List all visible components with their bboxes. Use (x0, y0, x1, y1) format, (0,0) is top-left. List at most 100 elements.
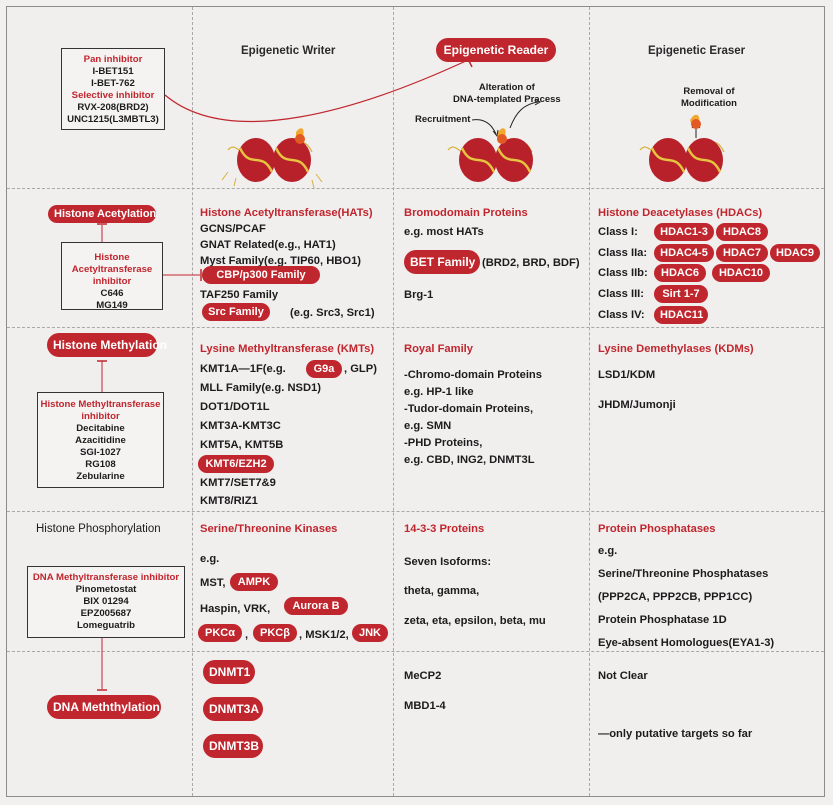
kmt-item: KMT8/RIZ1 (200, 495, 258, 507)
dnmt-inhibitor-item: EPZ005687 (80, 608, 132, 619)
kmt-item: KMT5A, KMT5B (200, 439, 284, 451)
royal-family-item: -Chromo-domain Proteins (404, 369, 542, 381)
hmt-inhibitor-item: Azacitidine (75, 435, 126, 446)
column-divider (192, 7, 193, 796)
kinase-item: MST, (200, 577, 226, 589)
column-header-eraser: Epigenetic Eraser (648, 45, 746, 57)
kinase-title: Serine/Threonine Kinases (200, 523, 338, 535)
phosphatase-item: Serine/Threonine Phosphatases (598, 568, 769, 580)
hdac-pill: HDAC8 (716, 223, 768, 241)
g9a-pill: G9a (306, 360, 342, 378)
hmt-inhibitor-box: Histone Methyltransferase inhibitor Deci… (37, 392, 164, 488)
column-divider (589, 7, 590, 796)
removal-label: Removal of Modification (681, 86, 737, 109)
src-family-note: (e.g. Src3, Src1) (290, 307, 375, 319)
hdac-class-label: Class IV: (598, 309, 645, 321)
kmt-title: Lysine Methyltransferase (KMTs) (200, 343, 375, 355)
royal-family-item: -PHD Proteins, (404, 437, 483, 449)
14-3-3-title: 14-3-3 Proteins (404, 523, 485, 535)
dnmt-inhibitor-item: BIX 01294 (83, 596, 129, 607)
nucleosome-reader (447, 98, 541, 182)
hat-item: TAF250 Family (200, 289, 279, 301)
royal-family-item: e.g. SMN (404, 420, 452, 432)
selective-inhibitor-title: Selective inhibitor (71, 90, 155, 101)
hat-inhibitor-item: C646 (100, 288, 124, 299)
kinase-item: , MSK1/2, (299, 629, 349, 641)
kdm-title: Lysine Demethylases (KDMs) (598, 343, 754, 355)
ampk-pill: AMPK (230, 573, 278, 591)
royal-family-title: Royal Family (404, 343, 474, 355)
bromodomain-title: Bromodomain Proteins (404, 207, 528, 219)
nucleosome-writer (221, 128, 323, 189)
kmt-item: MLL Family(e.g. NSD1) (200, 382, 322, 394)
column-divider (393, 7, 394, 796)
dnmt-pill: DNMT1 (203, 660, 255, 684)
phosphatase-item: Protein Phosphatase 1D (598, 614, 727, 626)
kinase-comma: , (245, 629, 249, 641)
histone-phosphorylation-label: Histone Phosphorylation (36, 523, 161, 535)
mbd-item: MBD1-4 (404, 700, 446, 712)
dna-eraser-item: Not Clear (598, 670, 648, 682)
hdac-class-label: Class IIa: (598, 247, 648, 259)
kmt-item: KMT3A-KMT3C (200, 420, 281, 432)
pan-inhibitor-item: I-BET-762 (91, 78, 135, 89)
cbp-p300-pill: CBP/p300 Family (202, 266, 320, 284)
kinase-item: Haspin, VRK, (200, 603, 271, 615)
bet-family-pill: BET Family (404, 250, 480, 274)
hdac-pill: HDAC1-3 (654, 223, 714, 241)
hdac-title: Histone Deacetylases (HDACs) (598, 207, 763, 219)
dnmt-inhibitor-title: DNA Methyltransferase inhibitor (32, 572, 180, 583)
pkca-pill: PKCα (198, 624, 242, 642)
phosphatase-item: Eye-absent Homologues(EYA1-3) (598, 637, 775, 649)
dnmt-pill: DNMT3A (203, 697, 263, 721)
jnk-pill: JNK (352, 624, 388, 642)
14-3-3-item: Seven Isoforms: (404, 556, 492, 568)
histone-acetylation-pill: Histone Acetylation (48, 205, 156, 223)
hdac-pill: HDAC11 (654, 306, 708, 324)
row-divider (7, 327, 824, 328)
kmt-item: KMT1A—1F(e.g. (200, 363, 286, 375)
row-divider (7, 188, 824, 189)
phosphatase-item: e.g. (598, 545, 618, 557)
kdm-item: LSD1/KDM (598, 369, 656, 381)
nucleosome-eraser (639, 114, 725, 182)
hdac-pill: HDAC7 (716, 244, 768, 262)
phosphatase-title: Protein Phosphatases (598, 523, 716, 535)
hat-item: Myst Family(e.g. TIP60, HBO1) (200, 255, 362, 267)
mbd-item: MeCP2 (404, 670, 442, 682)
hdac-class-label: Class I: (598, 226, 638, 238)
pan-inhibitor-title: Pan inhibitor (83, 54, 143, 65)
hmt-inhibitor-title: Histone Methyltransferase inhibitor (40, 399, 161, 422)
kmt-item: KMT7/SET7&9 (200, 477, 276, 489)
selective-inhibitor-item: RVX-208(BRD2) (77, 102, 149, 113)
hmt-inhibitor-item: RG108 (85, 459, 116, 470)
hmt-inhibitor-item: Zebularine (76, 471, 125, 482)
kmt-item: , GLP) (344, 363, 377, 375)
pkcb-pill: PKCβ (253, 624, 297, 642)
bet-inhibitor-box: Pan inhibitor I-BET151 I-BET-762 Selecti… (61, 48, 165, 130)
hmt-inhibitor-item: SGI-1027 (79, 447, 122, 458)
inhibition-curve (164, 59, 469, 122)
bet-family-note: (BRD2, BRD, BDF) (482, 257, 580, 269)
hdac-pill: HDAC9 (770, 244, 820, 262)
column-header-writer: Epigenetic Writer (241, 45, 336, 57)
sirt-pill: Sirt 1-7 (654, 285, 708, 303)
hat-inhibitor-title: Histone Acetyltransferase inhibitor (71, 252, 153, 287)
hat-inhibitor-box: Histone Acetyltransferase inhibitor C646… (61, 242, 163, 311)
hat-title: Histone Acetyltransferase(HATs) (200, 207, 373, 219)
dnmt-inhibitor-item: Pinometostat (75, 584, 137, 595)
dnmt-inhibitor-item: Lomeguatrib (76, 620, 136, 631)
src-family-pill: Src Family (202, 303, 270, 321)
bromodomain-item: e.g. most HATs (404, 226, 484, 238)
dna-methylation-pill: DNA Meththylation (47, 695, 161, 719)
royal-family-item: -Tudor-domain Proteins, (404, 403, 534, 415)
hdac-pill: HDAC10 (712, 264, 770, 282)
14-3-3-item: zeta, eta, epsilon, beta, mu (404, 615, 546, 627)
dnmt-inhibitor-box: DNA Methyltransferase inhibitor Pinometo… (27, 566, 185, 638)
kinase-eg: e.g. (200, 553, 220, 565)
column-header-reader: Epigenetic Reader (436, 38, 556, 62)
dna-eraser-item: —only putative targets so far (598, 728, 753, 740)
hdac-class-label: Class III: (598, 288, 645, 300)
hat-item: GNAT Related(e.g., HAT1) (200, 239, 336, 251)
